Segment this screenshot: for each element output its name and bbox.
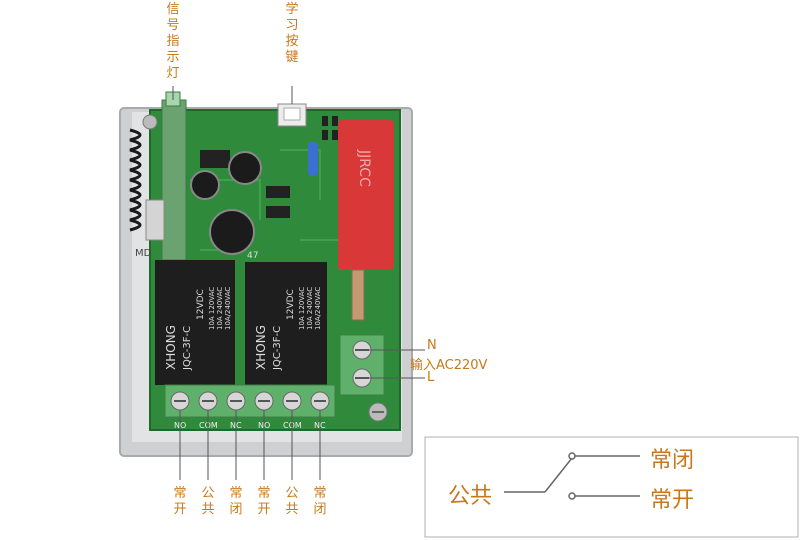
relay-brand-2: XHONG [254, 325, 268, 370]
cap-mark-text: 47 [247, 251, 258, 261]
legend-common-label: 公共 [448, 484, 493, 509]
terminal-label-4: 常开 [257, 486, 271, 517]
relay-2: XHONG JQC-3F-C 12VDC 10A 120VAC 10A 240V… [245, 262, 327, 385]
terminal-label-2: 公共 [201, 486, 215, 517]
ic-chip-3 [266, 206, 290, 218]
live-label: L [427, 370, 435, 385]
legend-normally-open-label: 常开 [650, 488, 695, 513]
legend-box [424, 436, 799, 538]
callout-lines [172, 86, 425, 480]
relay-rating-1b: 10A 240VAC [216, 287, 224, 330]
rf-module [161, 99, 187, 261]
terminal-label-6: 常闭 [313, 486, 327, 517]
neutral-label: N [427, 338, 437, 353]
coiled-antenna [129, 128, 142, 232]
wound-resistor [351, 269, 365, 321]
relay-voltage-2: 12VDC [286, 289, 296, 320]
relay-1: XHONG JQC-3F-C 12VDC 10A 120VAC 10A 240V… [155, 260, 235, 385]
antenna-tag-text: JJRCC [356, 149, 372, 187]
header-pins [322, 116, 338, 140]
switch-symbol [504, 452, 640, 500]
relay-rating-2a: 10A 120VAC [298, 287, 306, 330]
input-terminal-block [339, 334, 385, 396]
relay-rating-1c: 10A/240VAC [224, 287, 232, 330]
relay-model-2: JQC-3F-C [272, 326, 283, 371]
learn-button-label: 学 习 按 键 [285, 2, 299, 65]
ic-chip [200, 150, 230, 168]
relay-brand-1: XHONG [164, 325, 178, 370]
relay-voltage-1: 12VDC [196, 289, 206, 320]
capacitor-1 [190, 170, 220, 200]
terminal-label-3: 常闭 [229, 486, 243, 517]
antenna-tag [338, 120, 394, 270]
rf-crystal [145, 199, 165, 241]
relay-rating-2c: 10A/240VAC [314, 287, 322, 330]
ic-chip-2 [266, 186, 290, 198]
side-mark-text: MD [135, 248, 152, 259]
capacitor-2 [228, 151, 262, 185]
relay-model-1: JQC-3F-C [182, 326, 193, 371]
capacitor-3 [209, 209, 255, 255]
terminal-label-5: 公共 [285, 486, 299, 517]
mounting-screw-top [142, 114, 158, 130]
signal-indicator-label: 信 号 指 示 灯 [166, 2, 180, 81]
relay-rating-2b: 10A 240VAC [306, 287, 314, 330]
input-voltage-label: 输入AC220V [410, 358, 488, 373]
relay-rating-1a: 10A 120VAC [208, 287, 216, 330]
output-terminal-block [164, 384, 336, 418]
blue-resistor [308, 142, 318, 176]
terminal-label-1: 常开 [173, 486, 187, 517]
legend-normally-closed-label: 常闭 [650, 448, 695, 473]
